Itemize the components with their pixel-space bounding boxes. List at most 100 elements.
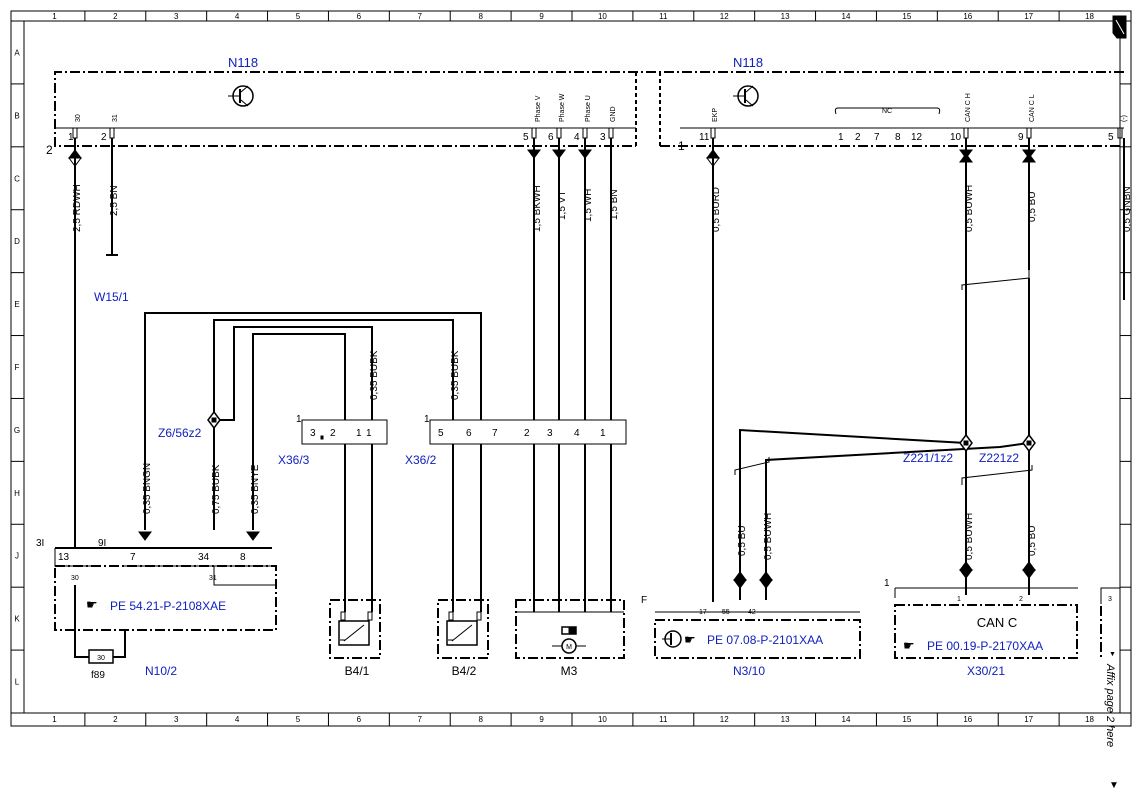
pin-number: 1: [356, 428, 362, 439]
pin-number: 1: [296, 414, 302, 425]
wire-label: 0,35 BUBK: [450, 350, 461, 400]
pin-number: 3: [600, 132, 606, 143]
pin-number: 7: [492, 428, 498, 439]
pin-number: 1: [68, 132, 74, 143]
pin-number: 12: [911, 132, 923, 143]
pin-name: CAN C H: [965, 93, 972, 122]
fuse-value: 30: [97, 655, 105, 662]
w15-label: W15/1: [94, 290, 129, 304]
grid-column-label: 3: [174, 12, 179, 21]
pin-number: 31: [209, 575, 217, 582]
page-corner-icon: [1112, 15, 1127, 39]
svg-text:▼: ▼: [1109, 780, 1119, 791]
grid-column-label: 10: [598, 12, 607, 21]
can-c-label: CAN C: [977, 615, 1017, 630]
grid-column-label: 15: [902, 12, 911, 21]
grid-column-label: 1: [52, 715, 57, 724]
pin-number: 3: [1108, 596, 1112, 603]
connector-label: 1: [884, 578, 890, 589]
wire-label: 1,5 BKWH: [532, 185, 543, 232]
grid-row-label: A: [14, 48, 20, 57]
connector-number-1: 1: [678, 139, 685, 153]
grid-row-label: C: [14, 174, 20, 183]
book-icon: ☛: [903, 638, 915, 653]
grid-column-label: 5: [296, 12, 301, 21]
n118-pins: 1 30 2 31 5 Phase V 6 Phase W 4 Phase U …: [68, 93, 1128, 143]
pin-number: 55: [722, 609, 730, 616]
component-labels: W15/1 Z6/56z2 X36/3 X36/2 Z221/1z2 Z221z…: [91, 290, 1019, 681]
grid-column-label: 1: [52, 12, 57, 21]
pin-label: 9I: [98, 538, 106, 549]
x3021-module: 1 1 2 CAN C ☛ PE 00.19-P-2170XAA: [884, 578, 1078, 659]
pin-name: Phase V: [535, 95, 542, 122]
pin-number: 2: [330, 428, 336, 439]
grid-column-label: 6: [357, 12, 362, 21]
pin-number: 9: [1018, 132, 1024, 143]
wire-label: 0,5 BUWH: [964, 513, 975, 560]
grid-row-label: B: [14, 111, 19, 120]
grid-row-label: D: [14, 237, 20, 246]
wire-label: 0,5 GNBN: [1122, 186, 1133, 232]
z221-1-splice-label: Z221/1z2: [903, 451, 953, 465]
x36-3-label: X36/3: [278, 453, 310, 467]
grid-column-label: 16: [963, 12, 972, 21]
grid-column-label: 10: [598, 715, 607, 724]
pin-number: 3: [310, 428, 316, 439]
wire-label: 0,5 BU: [737, 525, 748, 556]
z6-splice-label: Z6/56z2: [158, 426, 202, 440]
grid-column-label: 3: [174, 715, 179, 724]
pin-number: 13: [58, 552, 70, 563]
wire-label: 2,5 RDWH: [72, 184, 83, 232]
grid-column-label: 2: [113, 715, 118, 724]
grid-row-label: K: [14, 615, 20, 624]
pin-number: 5: [1108, 132, 1114, 143]
b41-sensor: [329, 599, 381, 659]
grid-column-label: 17: [1024, 715, 1033, 724]
pin-name: GND: [610, 106, 617, 122]
wire-label: 0,5 BUWH: [964, 185, 975, 232]
pin-name: Phase U: [585, 95, 592, 122]
pin-number: 34: [198, 552, 210, 563]
pin-number: 4: [574, 428, 580, 439]
grid-column-label: 2: [113, 12, 118, 21]
pin-number: 5: [438, 428, 444, 439]
fuse-f89: 30: [88, 649, 114, 664]
wire-label: 0,35 BNGN: [142, 463, 153, 514]
edge-module: 3: [1100, 587, 1120, 660]
svg-text:M: M: [566, 644, 572, 651]
pin-name: 31: [112, 114, 119, 122]
n310-reference-link[interactable]: PE 07.08-P-2101XAA: [707, 633, 823, 647]
grid-row-label: G: [14, 426, 20, 435]
pin-number: 1: [424, 414, 430, 425]
nc-label: NC: [882, 108, 892, 115]
grid-row-label: J: [15, 552, 19, 561]
n310-label: N3/10: [733, 664, 765, 678]
pin-name: (-): [1121, 115, 1128, 122]
grid-column-label: 11: [659, 715, 668, 724]
svg-text:▼: ▼: [1109, 651, 1116, 658]
f89-label: f89: [91, 670, 105, 681]
x36-3-connector: 1 3 2 1 1: [296, 414, 388, 445]
grid-row-label: H: [14, 489, 20, 498]
pin-number: 1: [366, 428, 372, 439]
book-icon: ☛: [86, 597, 98, 612]
connector-number-2: 2: [46, 143, 53, 157]
pin-number: 3: [547, 428, 553, 439]
pin-number: 2: [1019, 596, 1023, 603]
n10-reference-link[interactable]: PE 54.21-P-2108XAE: [110, 599, 226, 613]
grid-column-label: 5: [296, 715, 301, 724]
pin-number: 11: [699, 132, 710, 143]
b41-label: B4/1: [345, 664, 370, 678]
pin-number: 1: [838, 132, 844, 143]
pin-number: 8: [895, 132, 901, 143]
pin-number: 10: [950, 132, 962, 143]
x30-reference-link[interactable]: PE 00.19-P-2170XAA: [927, 639, 1043, 653]
n10-module: 3I 9I 13 7 34 8 30 31 ☛ PE 54.21-P-2108X…: [36, 538, 277, 631]
pin-number: 17: [699, 609, 707, 616]
wire-labels: 2,5 RDWH 2,5 BN 1,5 BKWH 1,5 VT 1,5 WH 1…: [72, 184, 1133, 560]
wire-label: 0,5 BU: [1027, 191, 1038, 222]
wire-label: 2,5 BN: [109, 185, 120, 216]
